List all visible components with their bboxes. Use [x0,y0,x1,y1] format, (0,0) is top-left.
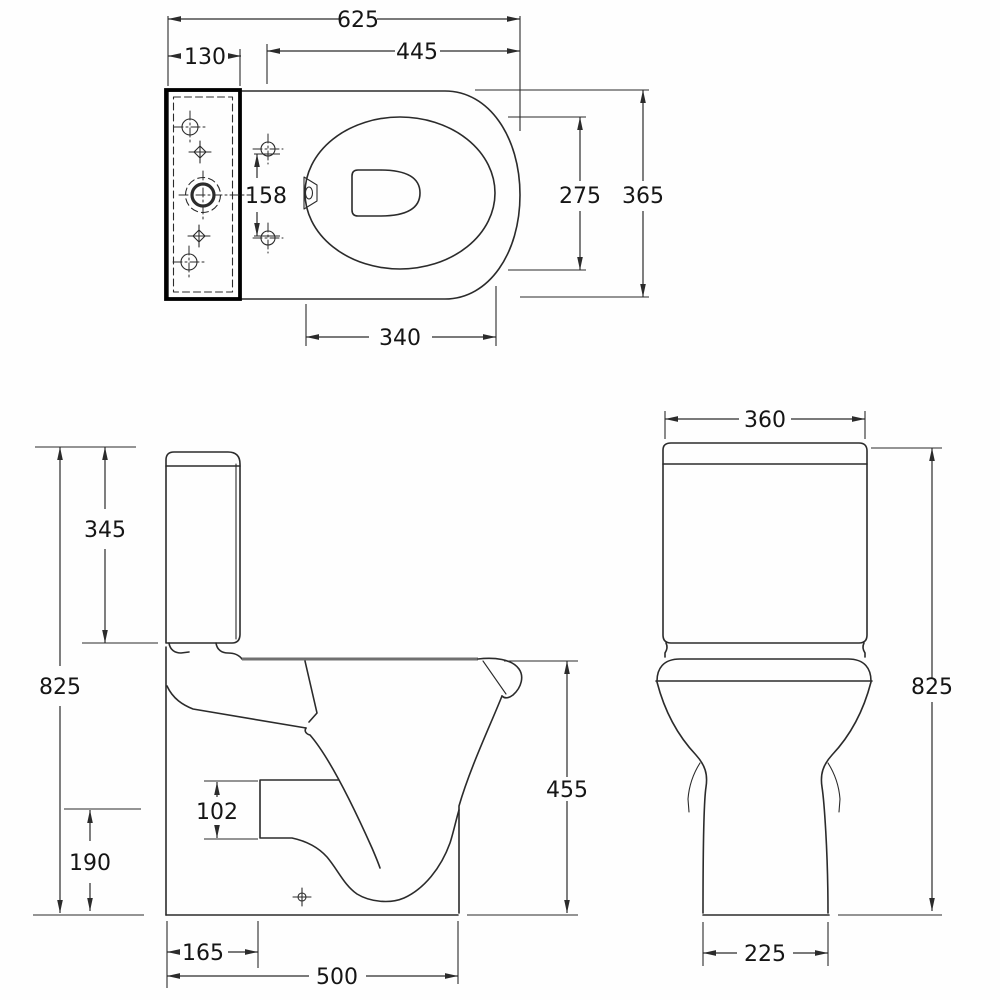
bowl-rim-nose [477,657,523,699]
bowl-side-right [820,681,872,914]
dim-label-overall-depth: 500 [316,965,358,990]
bowl-rim-nose-inner [482,660,507,695]
cistern-side-outline [165,451,241,644]
cistern-plan-outline [164,88,242,301]
cistern-symbols [172,110,252,279]
dim-label-outlet-centre-height: 190 [69,851,111,876]
dim-label-cistern-height: 345 [84,518,126,543]
dim-cistern-height: 345 [84,447,126,643]
bowl-side-right-accent [827,762,841,813]
dim-overall-height-side: 825 [39,447,81,913]
dim-outlet-centre-height: 190 [69,810,111,911]
side-view: 345 825 190 102 165 500 455 [33,447,588,990]
dim-base-width: 225 [703,942,828,967]
front-view: 360 825 225 [656,408,953,967]
bowl-side-left-accent [687,762,701,813]
dim-overall-length: 625 [168,8,520,33]
dim-label-hinge-fixing-centres: 158 [245,184,287,209]
dim-label-seat-length: 340 [379,326,421,351]
dim-label-seat-inner-width: 275 [559,184,601,209]
bowl-back-slope [166,685,307,729]
dim-seat-inner-width: 275 [559,117,601,270]
dim-hinge-fixing-centres: 158 [245,154,287,236]
seat-hinge-pin [304,186,314,200]
dim-label-bowl-projection: 445 [396,40,438,65]
dim-outlet-setout: 165 [167,941,258,966]
joint-band-right [862,642,866,658]
dim-label-overall-length: 625 [337,8,379,33]
joint-band-left [664,642,668,658]
plan-body-outline [167,90,521,300]
trap-back-line [304,727,381,869]
cistern-front-outline [662,442,868,644]
dim-cistern-width: 360 [665,408,865,433]
dim-label-outlet-diameter: 102 [196,800,238,825]
fixing-symbol-cross-bottom [172,245,206,279]
dim-bowl-height: 455 [546,661,588,913]
dim-seat-length: 340 [306,326,496,351]
cistern-lug-right [215,642,243,660]
dim-overall-depth: 500 [167,965,458,990]
dim-cistern-depth: 130 [168,45,241,70]
seat-hinge [303,176,318,210]
dim-outlet-diameter: 102 [196,782,238,838]
bowl-front-curve [458,695,503,914]
cistern-lug-left [168,642,190,654]
bowl-side-left [656,681,708,914]
ext-lines-front [664,411,942,966]
dim-bowl-projection: 445 [267,40,520,65]
dim-label-cistern-width: 360 [744,408,786,433]
dim-label-overall-height-front: 825 [911,675,953,700]
dim-label-outlet-setout: 165 [182,941,224,966]
dim-overall-width: 365 [622,90,664,297]
floor-fixing-mark-cross [292,887,312,907]
fixing-symbol-diamond-upper-cross [188,140,212,164]
dim-label-bowl-height: 455 [546,778,588,803]
outlet-and-trap [259,779,460,903]
bowl-opening [351,169,421,217]
inlet-hole-centrelines [178,170,252,220]
dim-label-overall-height-side: 825 [39,675,81,700]
dim-label-cistern-depth: 130 [184,45,226,70]
plan-view: 625 445 130 158 275 365 340 [166,8,664,351]
dim-label-overall-width: 365 [622,184,664,209]
bowl-interior-back [304,660,318,723]
fixing-symbol-cross-top [173,110,207,144]
seat-ring [304,116,496,270]
seat-front-outline [656,658,872,682]
dim-overall-height-front: 825 [911,448,953,911]
dim-label-base-width: 225 [744,942,786,967]
fixing-symbol-diamond-lower-cross [187,224,211,248]
